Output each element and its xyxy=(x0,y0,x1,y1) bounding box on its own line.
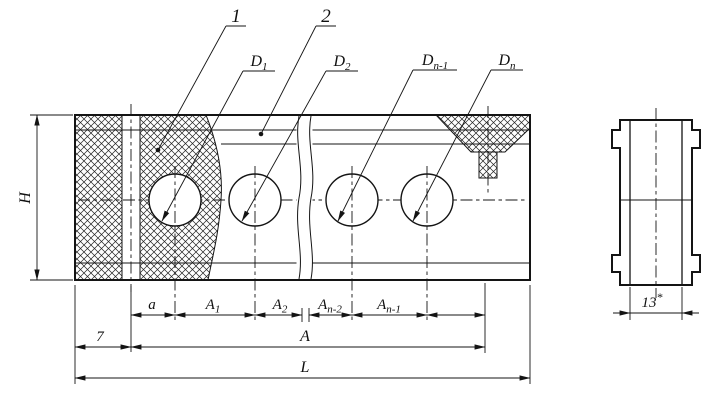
end-view: 13* xyxy=(611,108,701,320)
a2-label: A2 xyxy=(272,297,288,316)
an-1-label: An-1 xyxy=(376,297,401,316)
a-label: a xyxy=(148,297,156,313)
callout1-dot xyxy=(155,147,161,153)
d1-label: D1 xyxy=(249,53,267,73)
dim-7-label: 7 xyxy=(96,329,105,345)
d1-leader xyxy=(161,70,244,222)
dn-leader xyxy=(412,69,492,222)
dim-a-total-label: A xyxy=(299,328,310,345)
dim-chain-row: a A1 A2 An-2 An-1 xyxy=(130,297,486,322)
break-gap xyxy=(296,117,313,278)
main-view xyxy=(74,104,531,321)
break-line-right xyxy=(309,115,314,280)
break-line-left xyxy=(297,115,302,280)
callout-1-label: 1 xyxy=(231,6,241,27)
dim13-label: 13* xyxy=(642,290,663,311)
d2-leader xyxy=(241,70,327,222)
hatch-top-right-wedge xyxy=(434,114,531,153)
d2-label: D2 xyxy=(332,53,351,73)
dn-1-label: Dn-1 xyxy=(421,52,448,72)
dn-label: Dn xyxy=(497,52,516,72)
hole-labels: D1 D2 Dn-1 Dn xyxy=(161,52,523,222)
callouts: 1 2 xyxy=(155,6,336,153)
hatch-left-block xyxy=(74,114,123,281)
dim-row-2: 7 A xyxy=(74,283,486,384)
dim-h: H xyxy=(17,114,73,281)
a1-label: A1 xyxy=(205,297,221,316)
h-label: H xyxy=(17,191,34,205)
callout1-leader xyxy=(157,25,227,151)
callout2-leader xyxy=(260,25,317,135)
an-2-label: An-2 xyxy=(317,297,342,316)
callout-2-label: 2 xyxy=(321,6,331,27)
dn-1-leader xyxy=(337,69,414,222)
callout2-dot xyxy=(258,131,264,137)
end-view-outline xyxy=(611,119,701,286)
dim-l-label: L xyxy=(300,359,310,376)
bar-outline xyxy=(74,114,531,281)
dim-row-3: L xyxy=(74,285,531,384)
